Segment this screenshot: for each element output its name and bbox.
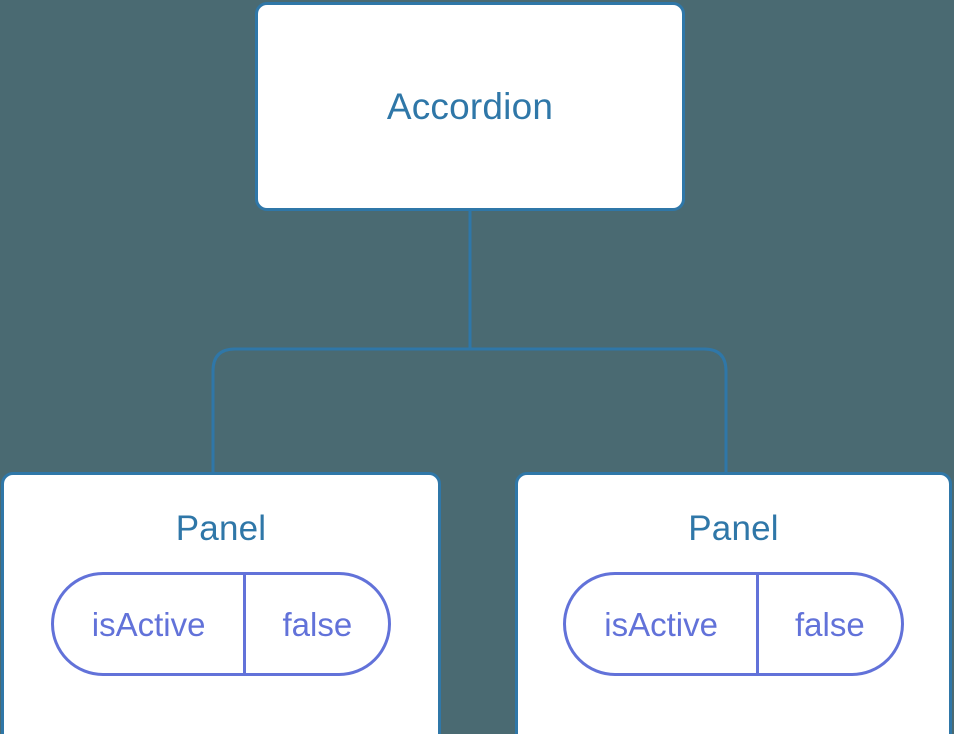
node-panel-left[interactable]: Panel isActive false bbox=[1, 472, 441, 734]
node-panel-right-title: Panel bbox=[688, 509, 779, 548]
state-pill-right-value: false bbox=[794, 605, 865, 643]
state-pill-left-value: false bbox=[282, 605, 353, 643]
node-panel-right[interactable]: Panel isActive false bbox=[515, 472, 952, 734]
node-accordion[interactable]: Accordion bbox=[255, 2, 685, 211]
state-pill-left[interactable]: isActive false bbox=[50, 572, 392, 676]
state-pill-right-key: isActive bbox=[566, 575, 759, 673]
connector-branch-left bbox=[211, 347, 470, 474]
state-pill-left-key: isActive bbox=[54, 575, 247, 673]
connector-branch-right bbox=[470, 347, 728, 474]
state-pill-right[interactable]: isActive false bbox=[563, 572, 904, 676]
node-accordion-title: Accordion bbox=[386, 86, 554, 127]
node-panel-left-title: Panel bbox=[175, 509, 267, 548]
